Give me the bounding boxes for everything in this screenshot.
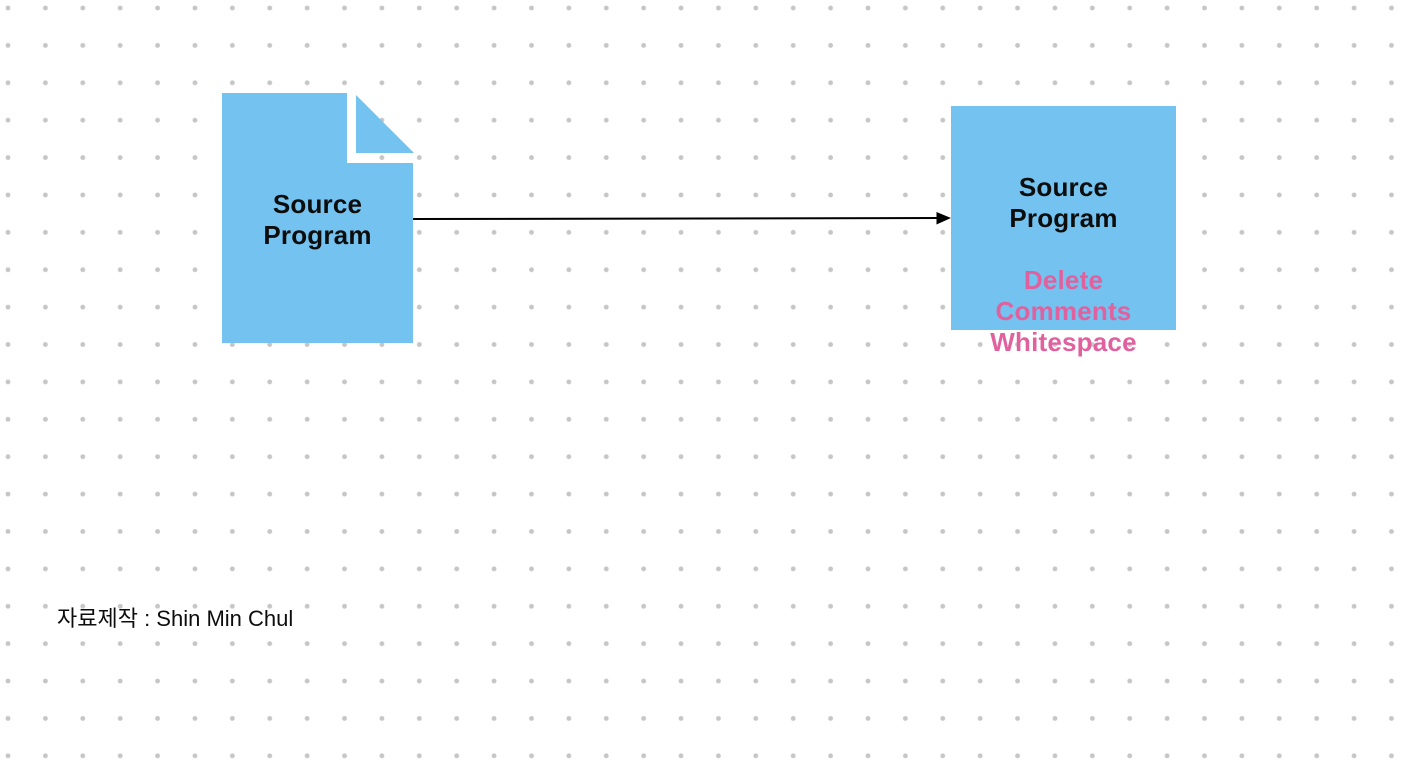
caption-text[interactable]: 자료제작 : Shin Min Chul xyxy=(57,606,294,631)
target-box-label-pink: Delete Comments Whitespace xyxy=(990,265,1137,357)
arrow-line[interactable] xyxy=(412,217,940,220)
target-box-shape[interactable] xyxy=(951,106,1176,330)
target-box-label: Source Program Delete Comments Whitespac… xyxy=(951,141,1176,389)
target-box-label-black: Source Program xyxy=(1009,172,1118,233)
document-fold-icon xyxy=(356,95,414,153)
source-document-label: Source Program xyxy=(263,189,372,250)
source-document-shape[interactable] xyxy=(222,93,413,343)
arrow-head-icon xyxy=(936,212,951,225)
